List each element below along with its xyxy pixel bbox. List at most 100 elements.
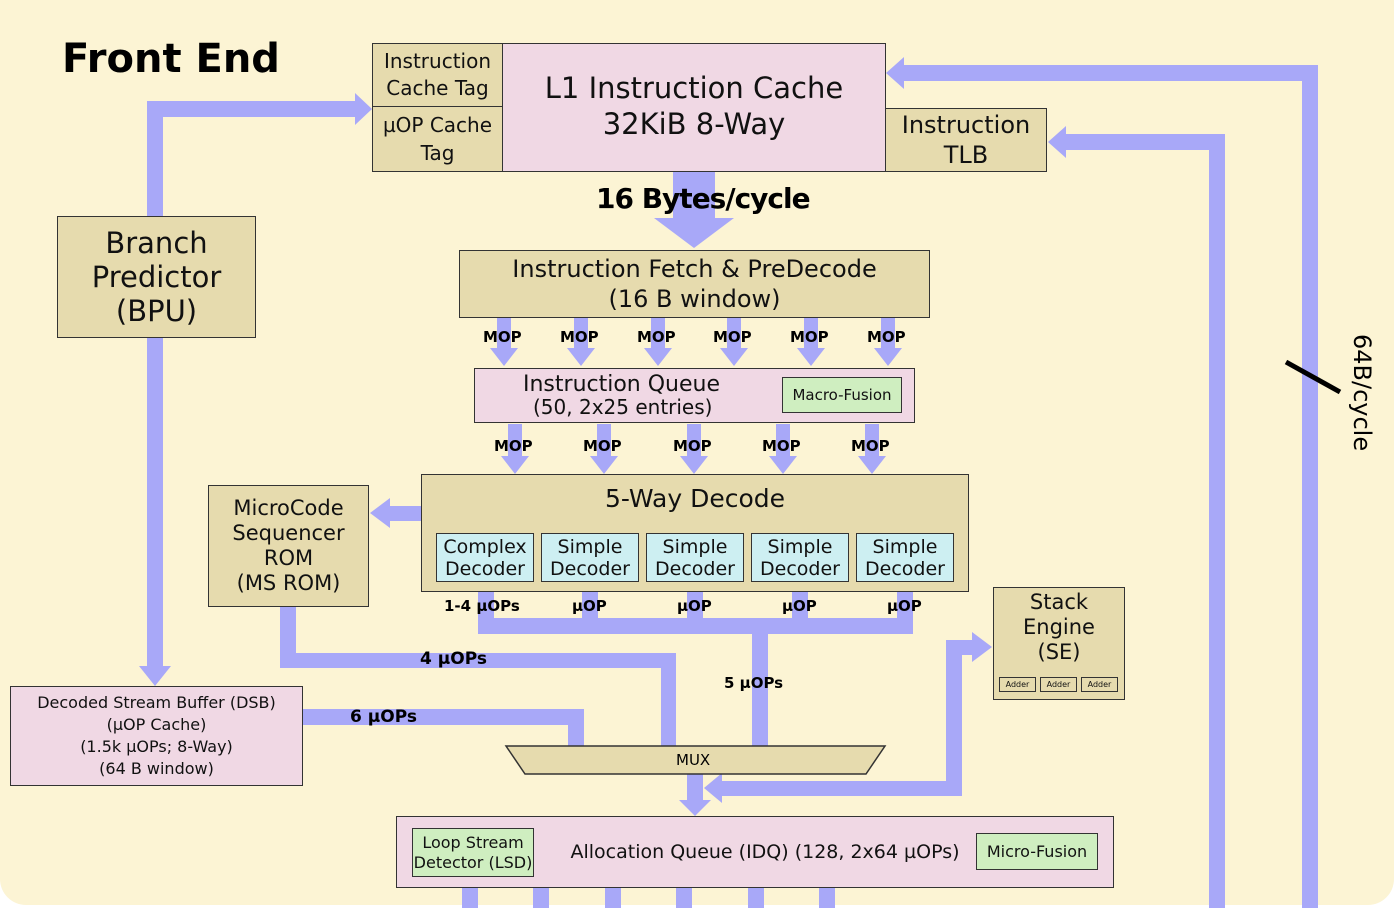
dsb-line4: (64 B window) xyxy=(99,759,214,778)
mop-label: MOP xyxy=(851,437,890,455)
msrom-uops-label: 4 µOPs xyxy=(420,649,487,669)
mop-label: MOP xyxy=(494,437,533,455)
decoder-line2: Decoder xyxy=(445,557,525,580)
simple-decoder: Simple Decoder xyxy=(751,533,849,582)
dsb-mux-input xyxy=(568,709,584,748)
l1-icache-line1: L1 Instruction Cache xyxy=(544,71,844,105)
bpu-line1: Branch xyxy=(105,226,208,260)
branch-predictor-block: Branch Predictor (BPU) xyxy=(57,216,256,338)
bus-64b-line xyxy=(1302,65,1318,908)
se-line1: Stack xyxy=(1029,590,1089,614)
section-title: Front End xyxy=(62,36,280,82)
adder-label: Adder xyxy=(1046,679,1071,689)
uop-cache-tag-block: µOP Cache Tag xyxy=(372,106,503,172)
fetch-predecode-block: Instruction Fetch & PreDecode (16 B wind… xyxy=(459,250,930,318)
msrom-line1: MicroCode xyxy=(233,496,344,520)
fetch-arrowhead xyxy=(654,218,734,248)
se-line2: Engine xyxy=(1023,615,1095,639)
decoder-line1: Simple xyxy=(557,535,623,558)
idq-output-arrows xyxy=(462,887,835,908)
decoder-line2: Decoder xyxy=(550,557,630,580)
simple-decoder: Simple Decoder xyxy=(856,533,954,582)
iq-line2: (50, 2x25 entries) xyxy=(533,394,713,419)
decoder-line1: Complex xyxy=(443,535,527,558)
fetch-arrow-shaft xyxy=(673,172,715,220)
adder-label: Adder xyxy=(1087,679,1112,689)
l1-icache-line2: 32KiB 8-Way xyxy=(602,107,786,141)
mop-label: MOP xyxy=(762,437,801,455)
msrom-line2: Sequencer xyxy=(232,521,345,545)
itlb-line2: TLB xyxy=(943,141,989,169)
decoder-line2: Decoder xyxy=(655,557,735,580)
mux-to-idq-arrow xyxy=(687,774,703,802)
bpu-line3: (BPU) xyxy=(115,294,198,328)
icache-tag-line2: Cache Tag xyxy=(386,76,489,100)
dsb-arrowhead xyxy=(139,666,171,686)
decode-uops-label: 5 µOPs xyxy=(724,674,784,692)
mop-label: MOP xyxy=(583,437,622,455)
macro-fusion-block: Macro-Fusion xyxy=(782,377,902,413)
mop-arrows-row2 xyxy=(501,424,886,474)
uop-label: µOP xyxy=(572,597,607,615)
mop-label: MOP xyxy=(483,328,522,346)
micro-fusion-block: Micro-Fusion xyxy=(976,833,1098,870)
msrom-block: MicroCode Sequencer ROM (MS ROM) xyxy=(208,485,369,607)
decoder-line2: Decoder xyxy=(760,557,840,580)
lsd-line1: Loop Stream xyxy=(422,832,524,852)
mop-label: MOP xyxy=(713,328,752,346)
se-return-line xyxy=(946,640,962,796)
bpu-to-tag-arrow xyxy=(147,101,357,117)
tlb-bus-line xyxy=(1209,134,1225,908)
dsb-to-mux-arrow xyxy=(302,709,584,725)
uop-label: µOP xyxy=(887,597,922,615)
mop-arrows-row1 xyxy=(490,318,902,366)
bpu-up-arrow xyxy=(147,101,163,217)
adder-label: Adder xyxy=(1005,679,1030,689)
decoder-line1: Simple xyxy=(662,535,728,558)
dsb-line3: (1.5k µOPs; 8-Way) xyxy=(80,737,233,756)
msrom-down-arrow xyxy=(280,606,296,668)
uop-cache-tag-line1: µOP Cache xyxy=(382,113,493,137)
tlb-arrowhead xyxy=(1048,126,1066,158)
icache-tag-line1: Instruction xyxy=(383,49,492,73)
se-line3: (SE) xyxy=(1037,640,1081,664)
fetch-line1: Instruction Fetch & PreDecode xyxy=(512,255,877,283)
se-merge-arrowhead xyxy=(704,773,722,803)
lsd-block: Loop Stream Detector (LSD) xyxy=(412,828,534,877)
simple-decoder: Simple Decoder xyxy=(541,533,639,582)
bpu-line2: Predictor xyxy=(91,260,222,294)
itlb-block: Instruction TLB xyxy=(885,108,1047,172)
fetch-bandwidth-label: 16 Bytes/cycle xyxy=(596,182,811,215)
mux-shape xyxy=(504,745,887,775)
decoder-line1: Simple xyxy=(767,535,833,558)
mop-label: MOP xyxy=(637,328,676,346)
iq-line1: Instruction Queue xyxy=(523,371,721,397)
mop-label: MOP xyxy=(867,328,906,346)
itlb-line1: Instruction xyxy=(901,111,1031,139)
idq-arrowhead xyxy=(679,800,711,816)
msrom-arrowhead xyxy=(370,498,390,528)
to-se-arrow xyxy=(946,640,974,655)
fetch-line2: (16 B window) xyxy=(608,285,781,313)
decoder-output-bus xyxy=(478,592,913,748)
mop-label: MOP xyxy=(673,437,712,455)
se-arrowhead xyxy=(972,632,992,662)
macro-fusion-label: Macro-Fusion xyxy=(792,386,892,404)
uop-label: 1-4 µOPs xyxy=(444,597,520,615)
adder-unit: Adder xyxy=(1081,677,1118,692)
idq-label: Allocation Queue (IDQ) (128, 2x64 µOPs) xyxy=(570,841,960,863)
dsb-uops-label: 6 µOPs xyxy=(350,707,417,727)
bus-to-icache-arrow xyxy=(902,65,1318,81)
icache-tag-block: Instruction Cache Tag xyxy=(372,43,503,107)
msrom-line3: ROM xyxy=(263,546,314,570)
tag-arrowhead xyxy=(355,93,372,125)
mop-label: MOP xyxy=(790,328,829,346)
decoder-line1: Simple xyxy=(872,535,938,558)
mux-label: MUX xyxy=(676,751,711,769)
decoder-line2: Decoder xyxy=(865,557,945,580)
bus-to-tlb-arrow xyxy=(1064,134,1225,150)
lsd-line2: Detector (LSD) xyxy=(413,852,533,872)
complex-decoder: Complex Decoder xyxy=(436,533,534,582)
